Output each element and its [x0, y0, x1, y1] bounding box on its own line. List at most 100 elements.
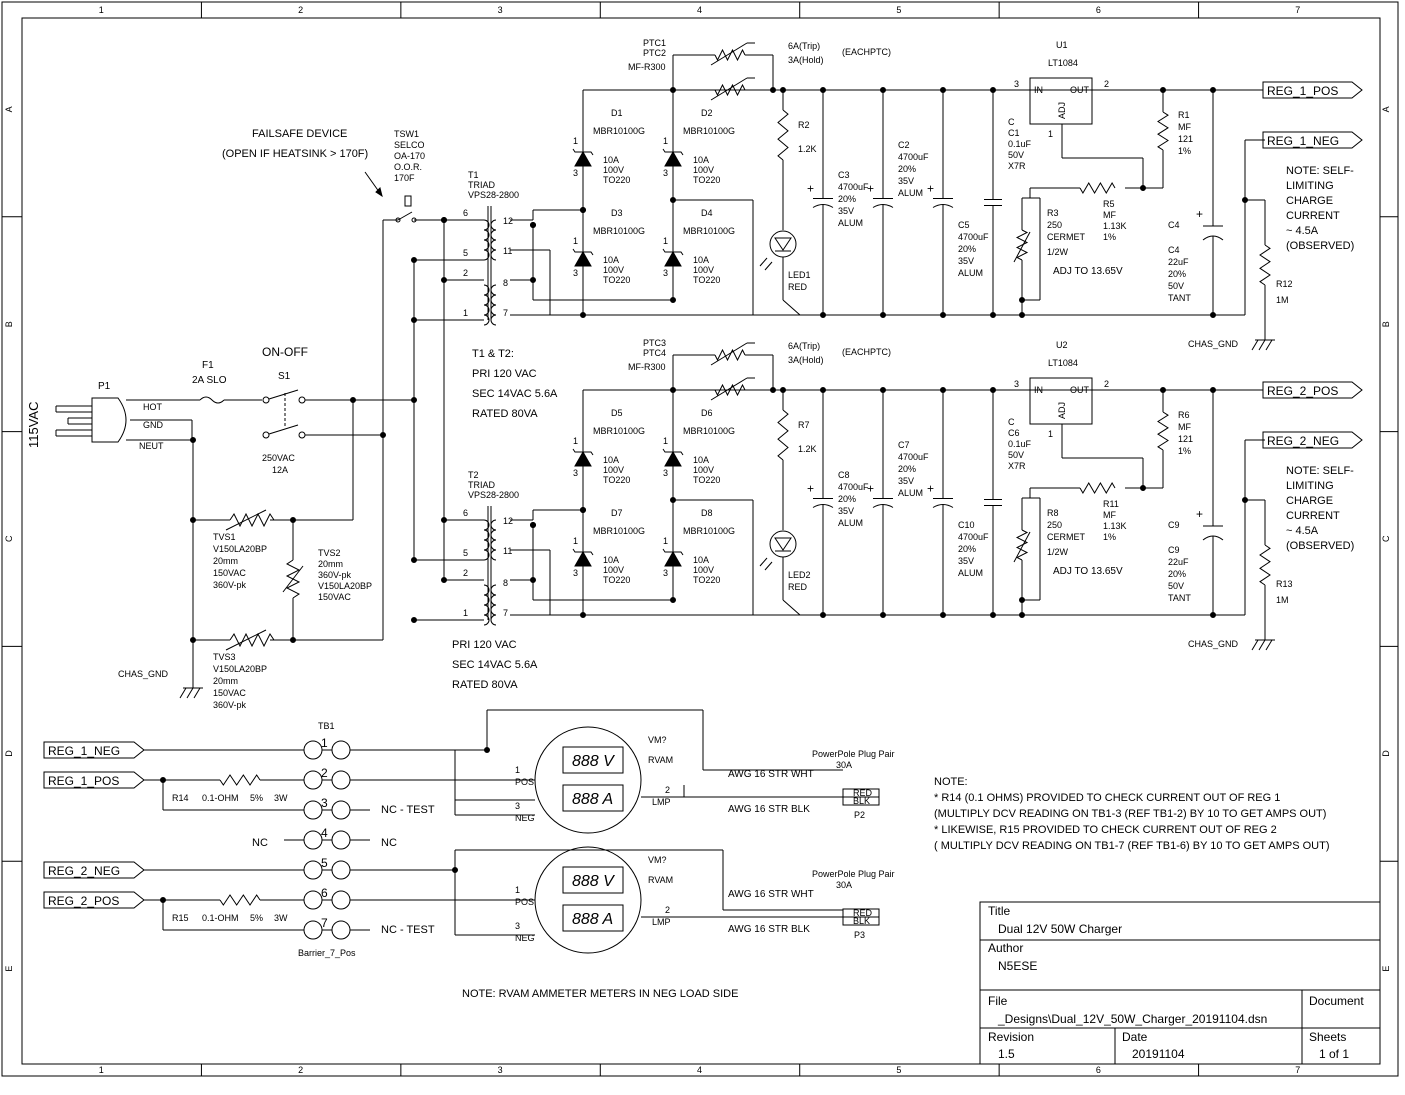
meter-neg: NEG: [515, 933, 535, 943]
r15-ref: R15: [172, 913, 189, 923]
reg-pin1: 1: [1048, 429, 1053, 439]
ptc-each: (EACHPTC): [842, 47, 891, 57]
meter-neg: NEG: [515, 813, 535, 823]
cap-d-label-1: C: [1008, 117, 1015, 127]
bleeder-ref: R12: [1276, 279, 1293, 289]
terminal-number: 3: [321, 796, 328, 810]
net-port-pos: REG_2_POS: [1267, 384, 1338, 398]
note-line: ( MULTIPLY DCV READING ON TB1-7 (REF TB1…: [934, 840, 1329, 852]
current-note-6: (OBSERVED): [1286, 240, 1354, 252]
plug-p1: P1: [55, 381, 127, 443]
cap-c-label-2: 4700uF: [958, 532, 989, 542]
reg-part: LT1084: [1048, 58, 1078, 68]
t-spec-mid-4: RATED 80VA: [472, 408, 538, 420]
cap-a-label-1: C3: [838, 170, 850, 180]
current-note-3: CHARGE: [1286, 195, 1333, 207]
file-value: _Designs\Dual_12V_50W_Charger_20191104.d…: [997, 1012, 1267, 1026]
cap-out-ref: C4: [1168, 220, 1180, 230]
switch-s1: ON-OFF S1 250VAC 12A: [262, 345, 308, 475]
diode-part: MBR10100G: [593, 526, 645, 536]
tvs1-label-4: 150VAC: [213, 568, 246, 578]
column-marker-top: 3: [498, 5, 503, 15]
cap-a-label-5: ALUM: [838, 218, 863, 228]
r14-tol: 5%: [250, 793, 263, 803]
net-port-n6: REG_2_POS: [48, 894, 119, 908]
title-label: Title: [988, 904, 1011, 918]
column-marker-bottom: 2: [298, 1065, 303, 1075]
failsafe-device: FAILSAFE DEVICE (OPEN IF HEATSINK > 170F…: [222, 128, 444, 223]
diode-spec-2: 100V: [603, 265, 624, 275]
pot-power: 1/2W: [1047, 247, 1069, 257]
wire-black: AWG 16 STR BLK: [728, 924, 810, 935]
tvs2-label-4: V150LA20BP: [318, 581, 372, 591]
meter-pin2: 2: [665, 785, 670, 795]
diode-ref: D5: [611, 408, 623, 418]
cap-out-label-4: 50V: [1168, 281, 1184, 291]
reg-ref: U2: [1056, 340, 1068, 350]
led-color: RED: [788, 282, 808, 292]
cap-b-label-3: 20%: [898, 464, 916, 474]
diode-ref: D4: [701, 208, 713, 218]
ptc-ref-1: PTC3: [643, 338, 666, 348]
tvs2-label-3: 360V-pk: [318, 570, 352, 580]
pot-ref: R3: [1047, 208, 1059, 218]
diode-spec-2: 100V: [603, 465, 624, 475]
ptc-each: (EACHPTC): [842, 347, 891, 357]
date-label: Date: [1122, 1030, 1148, 1044]
author-label: Author: [988, 941, 1023, 955]
r-top-label-2: MF: [1178, 122, 1191, 132]
diode-part: MBR10100G: [683, 126, 735, 136]
diode-spec-3: TO220: [603, 175, 630, 185]
meter-pin2: 2: [665, 905, 670, 915]
nc-test-label: NC - TEST: [381, 804, 435, 816]
ptc-hold: 3A(Hold): [788, 55, 824, 65]
column-marker-top: 5: [896, 5, 901, 15]
input-voltage-label: 115VAC: [26, 402, 41, 449]
r15-power: 3W: [274, 913, 288, 923]
plug-blk: BLK: [853, 796, 870, 806]
r14-ref: R14: [172, 793, 189, 803]
r-mid-label-3: 1.13K: [1103, 521, 1127, 531]
meter-note: NOTE: RVAM AMMETER METERS IN NEG LOAD SI…: [462, 988, 738, 1000]
r-top-label-3: 121: [1178, 434, 1193, 444]
pot-type: CERMET: [1047, 532, 1086, 542]
column-marker-bottom: 5: [896, 1065, 901, 1075]
tsw-label-1: TSW1: [394, 129, 419, 139]
diode-spec-1: 10A: [603, 455, 619, 465]
reg-out: OUT: [1070, 85, 1090, 95]
diode-part: MBR10100G: [683, 226, 735, 236]
diode-spec-3: TO220: [693, 575, 720, 585]
secondary-pin: 8: [503, 278, 508, 288]
diode-part: MBR10100G: [593, 426, 645, 436]
tvs1-label-5: 360V-pk: [213, 580, 247, 590]
reg-pin2: 2: [1104, 79, 1109, 89]
cap-c-label-3: 20%: [958, 544, 976, 554]
led-resistor-ref: R7: [798, 420, 810, 430]
primary-pin: 5: [463, 548, 468, 558]
plug-blk: BLK: [853, 916, 870, 926]
column-marker-bottom: 3: [498, 1065, 503, 1075]
title-block: Title Dual 12V 50W Charger Author N5ESE …: [979, 901, 1381, 1065]
diode-pin: 1: [573, 236, 578, 246]
row-marker-left: B: [4, 321, 14, 327]
meter-amps-display: 888 A: [572, 791, 613, 808]
switch-rating-1: 250VAC: [262, 453, 295, 463]
cap-out-label-5: TANT: [1168, 593, 1191, 603]
current-note-4: CURRENT: [1286, 510, 1340, 522]
terminal-number: 6: [321, 886, 328, 900]
diode-part: MBR10100G: [593, 126, 645, 136]
pot-ref: R8: [1047, 508, 1059, 518]
diode-spec-2: 100V: [693, 165, 714, 175]
pot-value: 250: [1047, 520, 1062, 530]
tsw-label-3: OA-170: [394, 151, 425, 161]
diode-pin: 3: [663, 268, 668, 278]
net-port-neg: REG_1_NEG: [1267, 134, 1339, 148]
diode-pin: 1: [663, 436, 668, 446]
cap-d-label-3: 0.1uF: [1008, 139, 1032, 149]
diode-ref: D7: [611, 508, 623, 518]
led-ref: LED1: [788, 270, 811, 280]
gnd-label: GND: [143, 420, 164, 430]
ac-input-section: 115VAC P1 HOT GND NEUT F1 2A SLO: [26, 220, 414, 710]
plug-ref: P2: [854, 810, 865, 820]
